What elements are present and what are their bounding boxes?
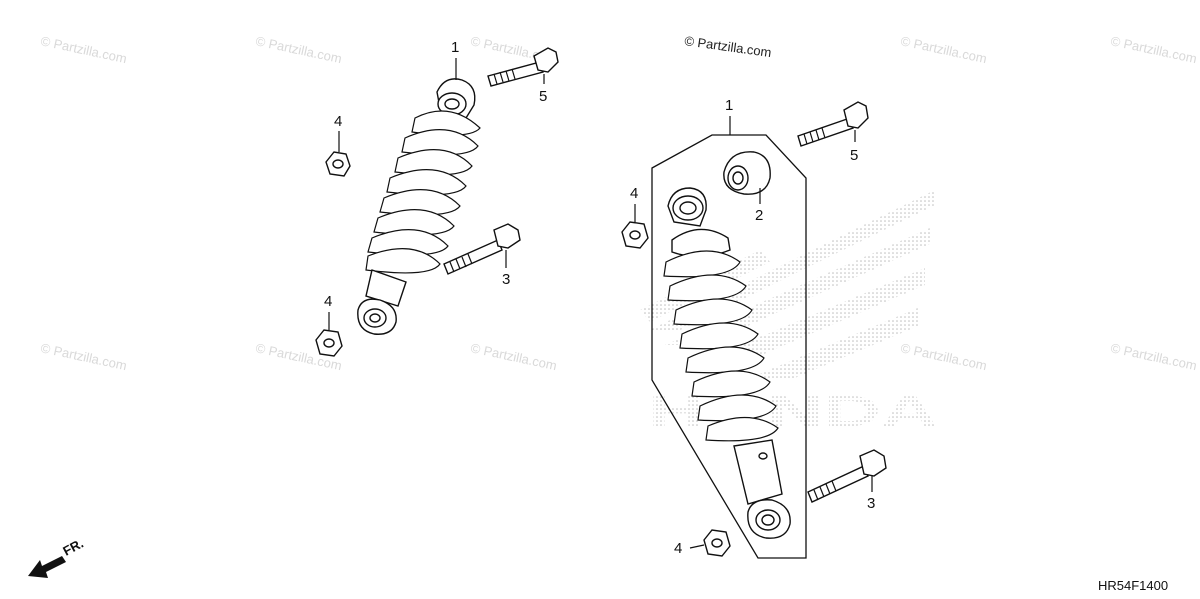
callout-left-upper-bolt: 5 [539,88,547,105]
right-rubber-bushing[interactable] [723,151,771,195]
watermark: © Partzilla.com [899,340,988,373]
callout-left-shock: 1 [451,39,459,56]
watermark: © Partzilla.com [39,340,128,373]
left-lower-nut[interactable] [315,329,343,357]
left-lower-bolt[interactable] [443,223,521,275]
callout-left-lower-bolt: 3 [502,271,510,288]
callout-right-shock: 1 [725,97,733,114]
left-shock-absorber[interactable] [357,78,481,335]
right-shock-absorber[interactable] [663,187,791,539]
callout-right-lower-bolt: 3 [867,495,875,512]
watermark: © Partzilla.com [899,33,988,66]
watermark-grid: © Partzilla.com © Partzilla.com © Partzi… [39,33,1198,373]
right-lower-nut[interactable] [703,529,731,557]
right-lower-bolt[interactable] [807,449,887,503]
left-upper-bolt[interactable] [487,47,559,87]
right-upper-nut[interactable] [621,221,649,249]
callout-right-upper-nut: 4 [630,185,638,202]
copyright-text: © Partzilla.com [684,33,773,60]
watermark: © Partzilla.com [254,33,343,66]
diagram-code: HR54F1400 [1098,578,1168,593]
honda-brand-watermark: HONDA [648,387,938,436]
watermark: © Partzilla.com [39,33,128,66]
watermark: © Partzilla.com [1109,340,1198,373]
assembly-outline [651,134,807,559]
right-upper-bolt[interactable] [797,101,869,147]
watermark: © Partzilla.com [469,340,558,373]
left-leader-lines [328,58,545,330]
front-direction-indicator: FR. [28,536,86,578]
callout-left-lower-nut: 4 [324,293,332,310]
right-leader-lines [634,116,873,549]
left-upper-nut[interactable] [325,151,351,177]
callout-right-lower-nut: 4 [674,540,682,557]
copyright-label: © Partzilla.com [684,33,773,60]
callout-left-upper-nut: 4 [334,113,342,130]
front-arrow-icon [28,556,66,578]
front-label: FR. [60,536,86,559]
callout-right-bushing: 2 [755,207,763,224]
watermark: © Partzilla.com [1109,33,1198,66]
callout-right-upper-bolt: 5 [850,147,858,164]
